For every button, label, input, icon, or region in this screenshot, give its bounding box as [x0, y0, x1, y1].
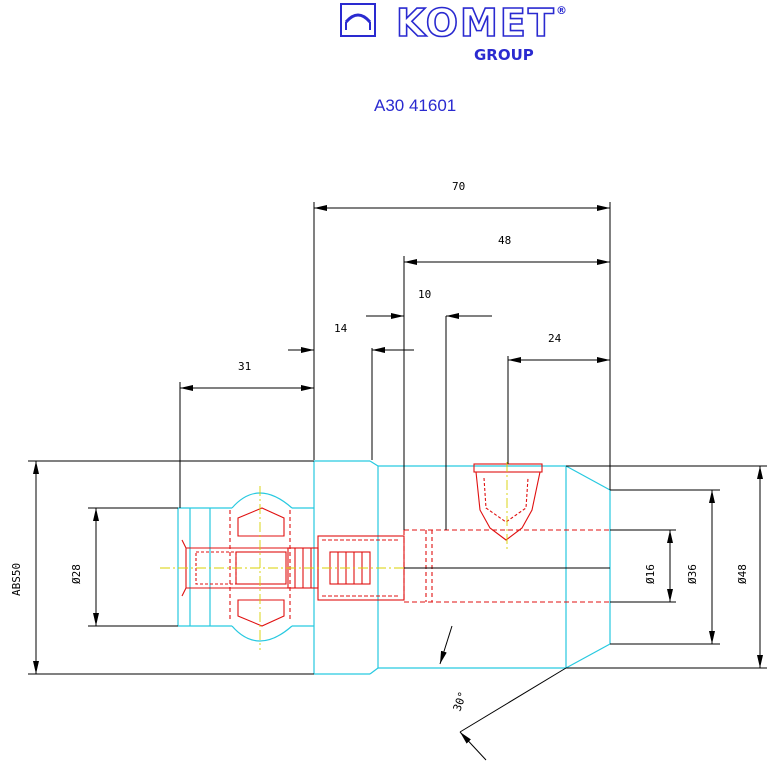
dim-dia16-label: Ø16 [644, 564, 657, 584]
dim-abs50-label: ABS50 [10, 563, 23, 596]
dim-angle-label: 30° [451, 690, 470, 713]
group-label: GROUP [474, 46, 534, 64]
part-number: A30 41601 [374, 96, 456, 115]
registered-mark: ® [556, 4, 567, 17]
center-lines [160, 462, 508, 650]
dimension-lines [28, 202, 767, 761]
dim-10-label: 10 [418, 288, 431, 301]
logo-emblem-icon [340, 3, 376, 37]
dim-70-label: 70 [452, 180, 465, 193]
dimension-labels: 70 48 10 14 24 31 ABS50 Ø28 Ø16 Ø36 Ø48 … [10, 180, 749, 713]
dim-dia28-label: Ø28 [70, 564, 83, 584]
dim-24-label: 24 [548, 332, 562, 345]
dim-48-label: 48 [498, 234, 511, 247]
komet-logo: KOMET ® GROUP [340, 0, 567, 64]
hidden-features [181, 463, 610, 627]
dim-dia36-label: Ø36 [686, 564, 699, 584]
dim-dia48-label: Ø48 [736, 564, 749, 584]
dim-31-label: 31 [238, 360, 251, 373]
dim-14-label: 14 [334, 322, 348, 335]
part-outline [177, 460, 611, 675]
brand-name: KOMET [396, 1, 556, 45]
